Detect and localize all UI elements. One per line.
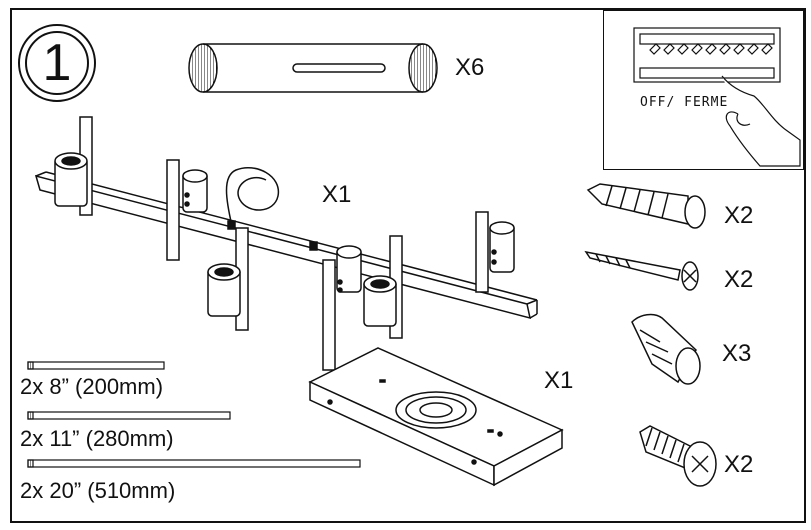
breaker-inset [603, 10, 804, 170]
page-frame [10, 8, 806, 523]
spotlight-head-3 [207, 263, 241, 317]
wire-nut-icon [631, 313, 701, 385]
rod-label-11in: 2x 11” (280mm) [20, 426, 174, 451]
machine-screw-icon [639, 425, 717, 487]
spotlight-head-5 [363, 275, 397, 327]
track-quantity: X1 [322, 181, 352, 208]
anchor-quantity: X2 [724, 202, 754, 229]
machine-screw-quantity: X2 [724, 451, 754, 478]
connector-tube-icon [188, 43, 438, 93]
track-fixture-icon [34, 116, 538, 371]
rod-label-20in: 2x 20” (510mm) [20, 478, 176, 503]
wood-screw-quantity: X2 [724, 266, 754, 293]
off-switch-label: OFF/ FERME [640, 95, 729, 110]
wall-anchor-icon [586, 183, 706, 229]
mounting-plate-icon [308, 347, 564, 487]
spotlight-head-6 [489, 221, 515, 273]
rod-icons [27, 361, 361, 468]
tube-quantity: X6 [455, 54, 485, 81]
rod-label-8in: 2x 8” (200mm) [20, 374, 164, 399]
wire-nut-quantity: X3 [722, 340, 752, 367]
step-number-badge: 1 [18, 24, 96, 102]
spotlight-head-4 [336, 245, 362, 293]
step-number: 1 [25, 31, 89, 95]
spotlight-head-2 [182, 169, 208, 213]
wood-screw-icon [584, 250, 699, 291]
plate-quantity: X1 [544, 367, 574, 394]
breaker-panel-icon [633, 27, 801, 167]
spotlight-head-1 [54, 152, 88, 207]
